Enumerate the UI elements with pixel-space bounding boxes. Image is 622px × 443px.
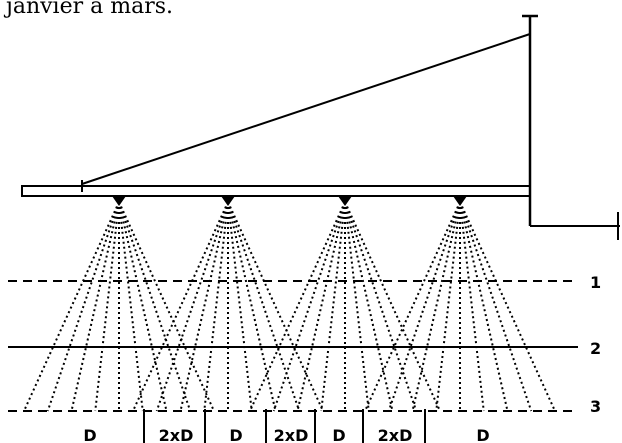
level-label-2: 2 (590, 339, 601, 358)
spacing-label-6: 2xD (378, 426, 413, 443)
spray-ray (70, 201, 120, 412)
spacing-label-2: 2xD (159, 426, 194, 443)
spray-ray (118, 201, 144, 412)
spacing-label-7: D (476, 426, 489, 443)
spray-ray (320, 201, 346, 412)
spacing-label-1: D (83, 426, 96, 443)
spray-ray (435, 201, 461, 412)
spacing-dividers (143, 409, 426, 443)
spray-ray (227, 201, 301, 412)
nozzle-1 (112, 196, 126, 206)
spray-ray (227, 201, 253, 412)
spray-ray (344, 201, 418, 412)
spray-ray (118, 201, 215, 412)
spray-fan-1 (23, 201, 215, 412)
spray-ray (459, 201, 533, 412)
spray-ray (459, 201, 509, 412)
spray-ray (411, 201, 461, 412)
spray-ray (118, 201, 192, 412)
spacing-label-4: 2xD (274, 426, 309, 443)
spray-ray (459, 201, 556, 412)
spray-ray (132, 201, 229, 412)
spray-ray (296, 201, 346, 412)
spray-ray (46, 201, 120, 412)
level-lines (8, 280, 578, 412)
spray-fans (23, 201, 556, 412)
spray-fan-3 (249, 201, 441, 412)
spacing-label-3: D (229, 426, 242, 443)
spray-ray (272, 201, 346, 412)
spray-ray (203, 201, 229, 412)
spray-ray (364, 201, 461, 412)
spray-ray (179, 201, 229, 412)
spray-ray (155, 201, 229, 412)
nozzle-3 (338, 196, 352, 206)
level-label-1: 1 (590, 273, 601, 292)
boom-structure (21, 14, 620, 240)
header-text: janvier à mars. (6, 0, 173, 19)
nozzles (112, 196, 467, 206)
boom-bar (21, 185, 531, 197)
spray-ray (344, 201, 441, 412)
spray-ray (23, 201, 120, 412)
spray-ray (344, 201, 370, 412)
spray-fan-4 (364, 201, 556, 412)
spray-ray (344, 201, 394, 412)
spray-ray (459, 201, 485, 412)
spray-ray (118, 201, 168, 412)
support-cable (81, 33, 531, 185)
nozzle-4 (453, 196, 467, 206)
spray-ray (227, 201, 277, 412)
spray-ray (249, 201, 346, 412)
nozzle-2 (221, 196, 235, 206)
spray-ray (94, 201, 120, 412)
spacing-label-5: D (332, 426, 345, 443)
spray-fan-2 (132, 201, 324, 412)
level-label-3: 3 (590, 397, 601, 416)
spray-ray (387, 201, 461, 412)
spray-ray (227, 201, 324, 412)
